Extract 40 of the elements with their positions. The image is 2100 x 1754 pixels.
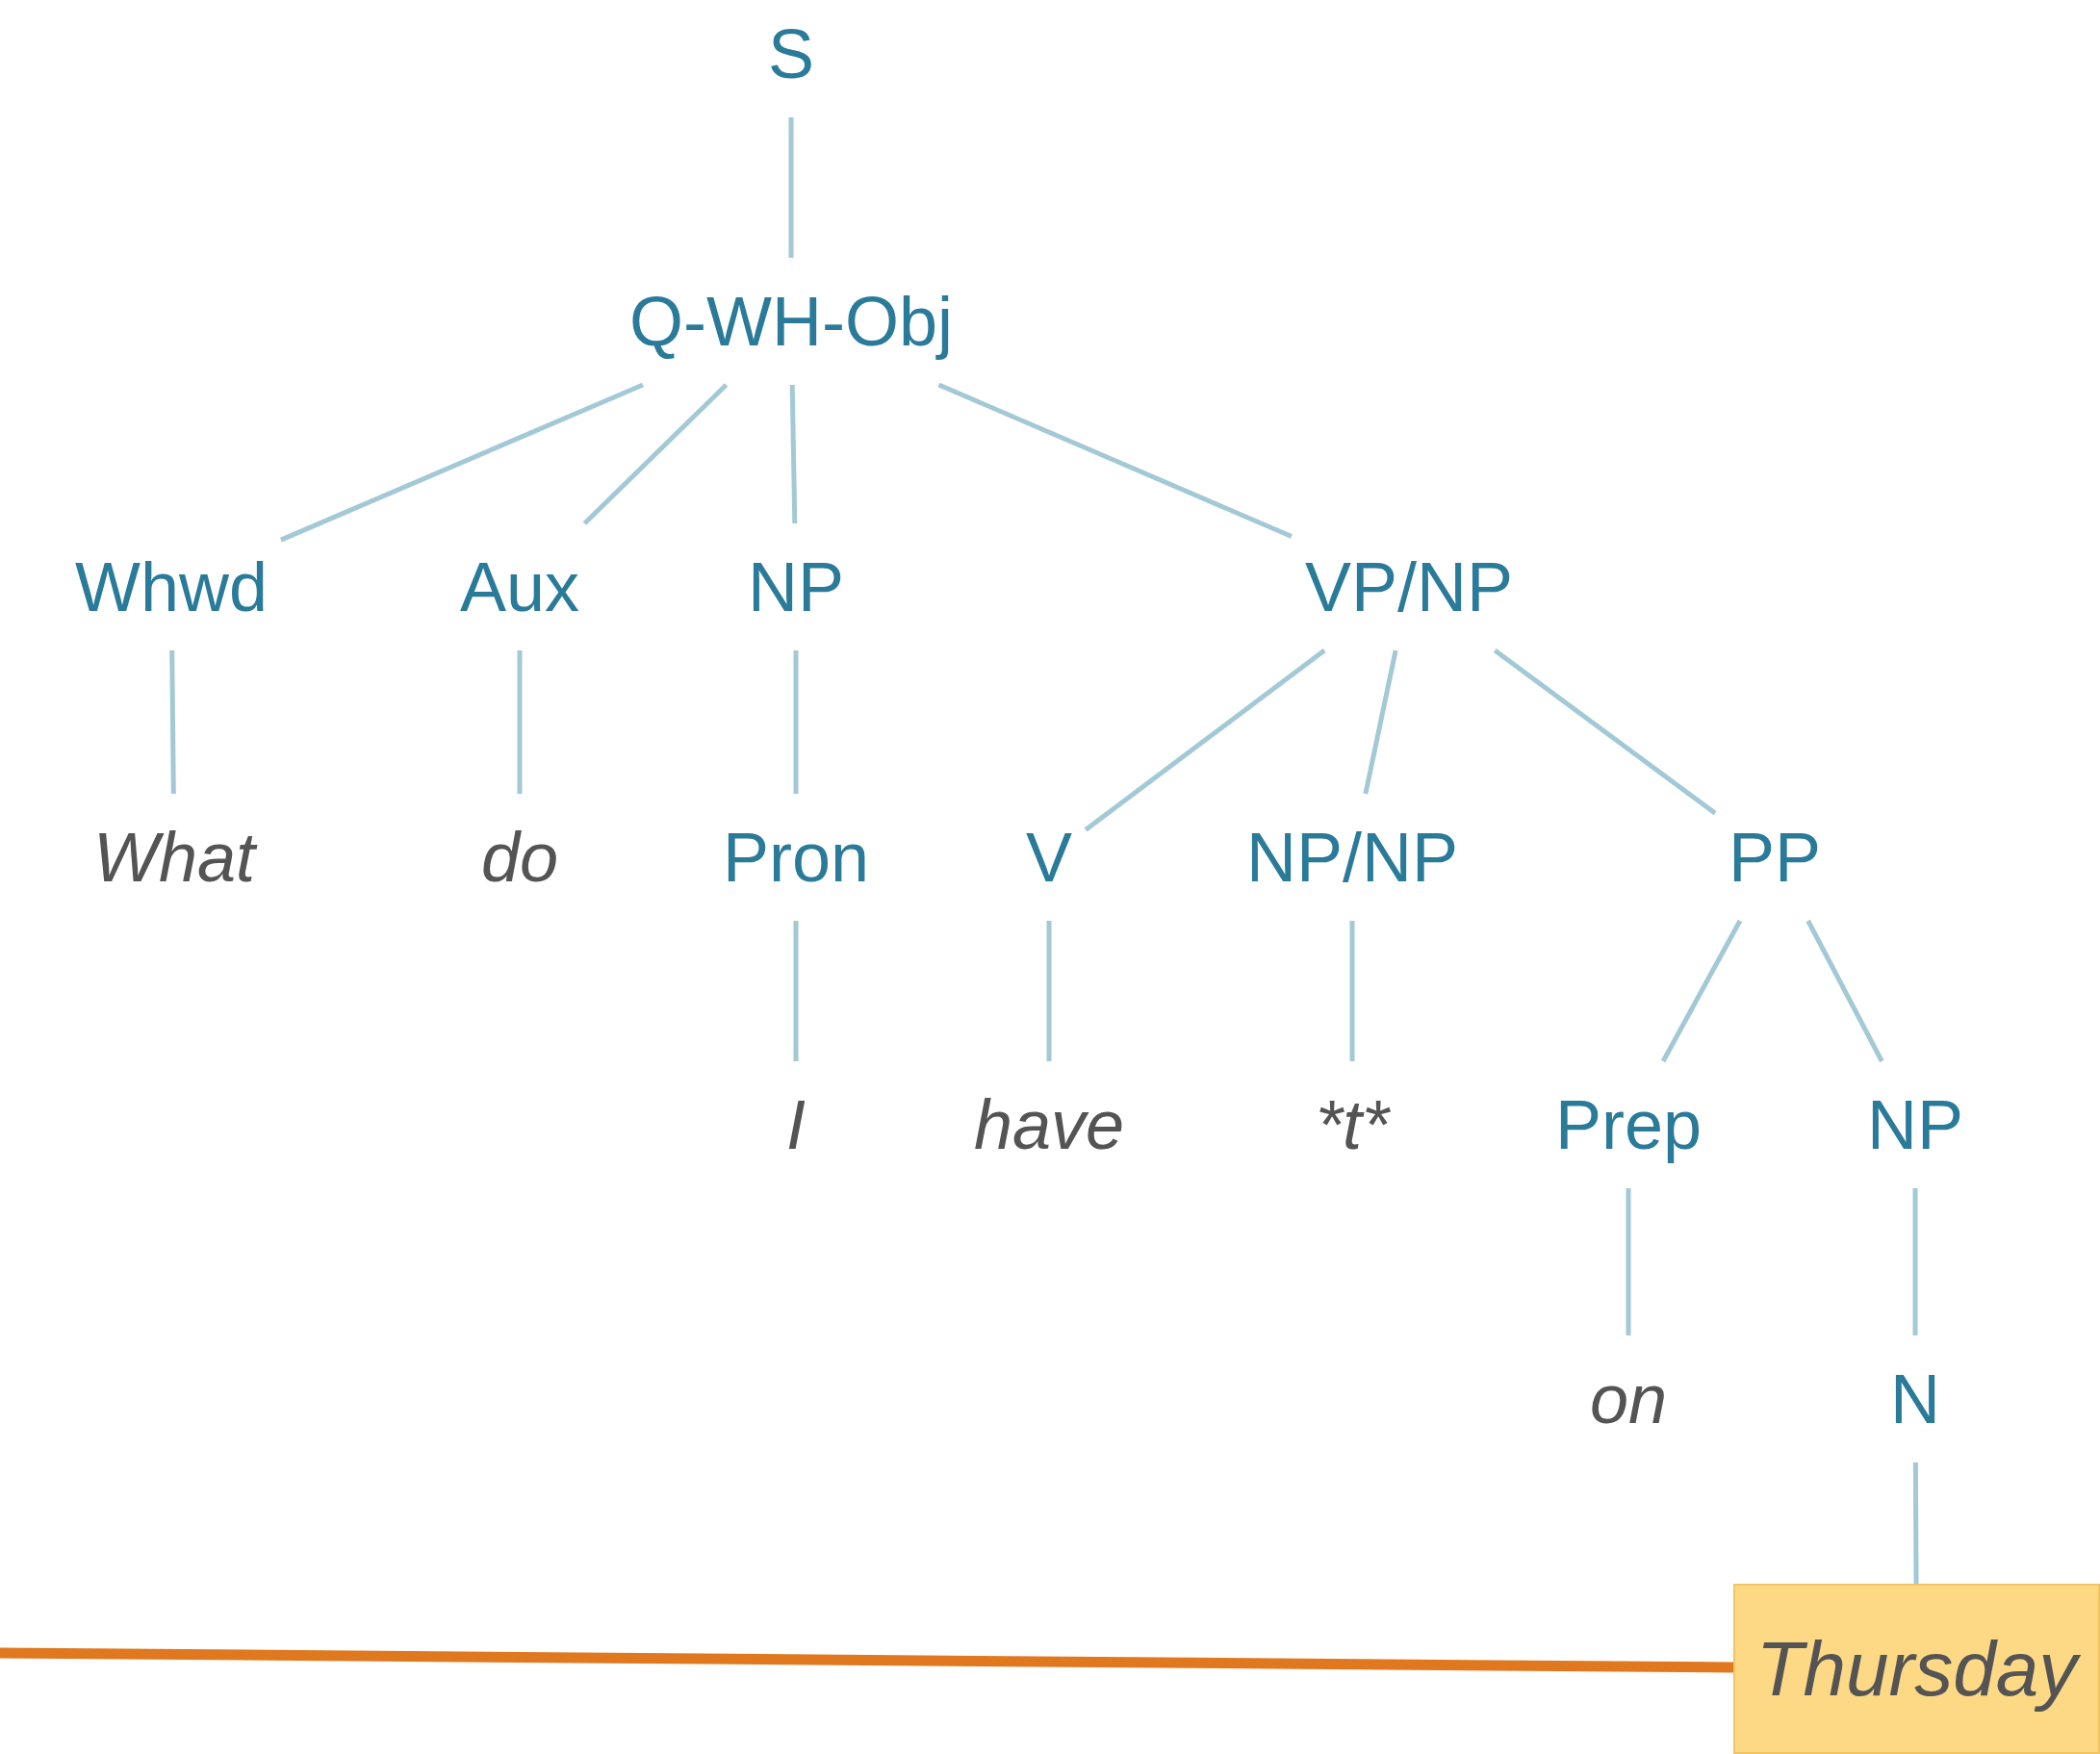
category-label: N [1877, 1335, 1954, 1462]
category-label: VP/NP [1291, 523, 1527, 650]
category-label: Aux [446, 523, 594, 650]
tree-branch [789, 384, 798, 524]
category-label: S [755, 0, 828, 117]
category-label: Prep [1541, 1061, 1716, 1188]
word-label: I [773, 1061, 819, 1188]
tree-branch [1660, 919, 1743, 1063]
tree-branch [1912, 1188, 1918, 1335]
category-label: PP [1715, 794, 1834, 921]
word-label: do [467, 794, 573, 921]
tree-branch [1349, 921, 1355, 1061]
tree-branch [169, 649, 176, 795]
tree-branch [793, 650, 799, 794]
tree-branch [517, 650, 523, 794]
highlighted-word: Thursday [1733, 1584, 2100, 1754]
tree-branch [1046, 921, 1052, 1061]
category-label: NP [1854, 1061, 1977, 1188]
word-label: have [960, 1061, 1139, 1188]
highlight-line [0, 1647, 1734, 1673]
category-label: NP [734, 523, 858, 650]
tree-branch [1363, 649, 1398, 795]
tree-branch [1626, 1188, 1631, 1335]
word-label: on [1575, 1335, 1681, 1462]
word-label: *t* [1302, 1061, 1402, 1188]
tree-branch [1912, 1462, 1919, 1584]
category-label: V [1012, 794, 1086, 921]
category-label: NP/NP [1233, 794, 1472, 921]
tree-branch [1084, 648, 1326, 832]
word-label: What [80, 794, 269, 921]
category-label: Pron [708, 794, 884, 921]
category-label: Whwd [62, 523, 281, 650]
tree-branch [937, 382, 1293, 539]
tree-branch [1493, 648, 1717, 816]
tree-branch [1805, 919, 1884, 1063]
tree-branch [280, 382, 644, 543]
tree-branch [582, 383, 729, 525]
tree-branch [793, 921, 799, 1061]
tree-branch [788, 117, 794, 258]
category-label: Q-WH-Obj [616, 258, 966, 385]
